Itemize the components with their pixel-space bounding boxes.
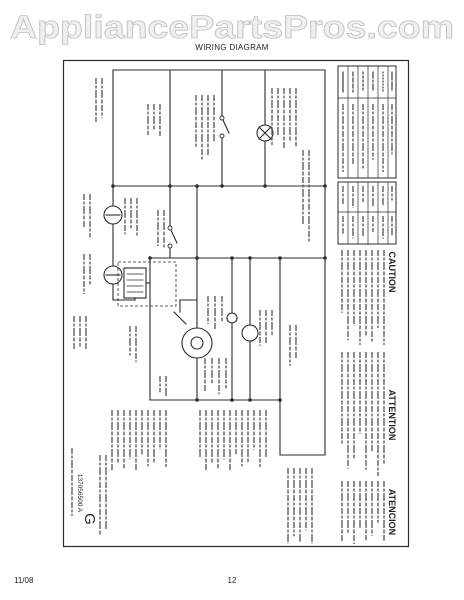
- caution-heading: CAUTION: [387, 252, 397, 293]
- wire-junction: [323, 256, 327, 260]
- diagram-part-number: 137056500 A: [76, 474, 83, 513]
- footer-page-number: 12: [228, 576, 237, 585]
- door-switch-blade: [221, 117, 230, 134]
- atencion-heading: ATENCION: [387, 489, 397, 535]
- wire-junction: [248, 398, 252, 402]
- component-symbol: [241, 324, 259, 342]
- switch-contact: [219, 133, 225, 139]
- wire-junction: [248, 256, 252, 260]
- wire-junction: [168, 184, 172, 188]
- motor-symbol: [181, 327, 213, 359]
- switch-contact: [167, 225, 173, 231]
- wiring-schematic: [71, 65, 397, 544]
- footer-date: 11/08: [14, 576, 34, 585]
- wire-junction: [195, 256, 199, 260]
- diagram-frame: [62, 59, 410, 548]
- lamp-filament: [258, 126, 272, 140]
- wire-junction: [230, 398, 234, 402]
- revision-letter: G: [81, 513, 98, 525]
- timer-switch-blade: [169, 227, 178, 244]
- wire-junction: [148, 256, 152, 260]
- wire-junction: [230, 256, 234, 260]
- wire-junction: [278, 256, 282, 260]
- wire-junction: [111, 184, 115, 188]
- wire-junction: [195, 398, 199, 402]
- attention-heading: ATTENTION: [387, 390, 397, 441]
- wire-junction: [220, 184, 224, 188]
- wire-junction: [323, 184, 327, 188]
- switch-contact: [167, 243, 173, 249]
- component-symbol: [226, 312, 238, 324]
- thermostat-symbol: [103, 205, 123, 225]
- wire-junction: [278, 398, 282, 402]
- motor-switch-blade: [173, 311, 187, 325]
- motor-rotor-symbol: [190, 336, 204, 350]
- lamp-symbol: [256, 124, 274, 142]
- wire-junction: [263, 184, 267, 188]
- legend-table: [337, 65, 397, 179]
- valve-coil-symbol: [123, 267, 147, 299]
- switch-contact: [219, 115, 225, 121]
- page-title: WIRING DIAGRAM: [195, 43, 269, 52]
- watermark: AppliancePartsPros.com: [10, 9, 454, 45]
- thermostat-symbol: [103, 265, 123, 285]
- wire-code-table: [337, 181, 397, 245]
- wire-junction: [195, 184, 199, 188]
- valve-enclosure: [117, 261, 177, 307]
